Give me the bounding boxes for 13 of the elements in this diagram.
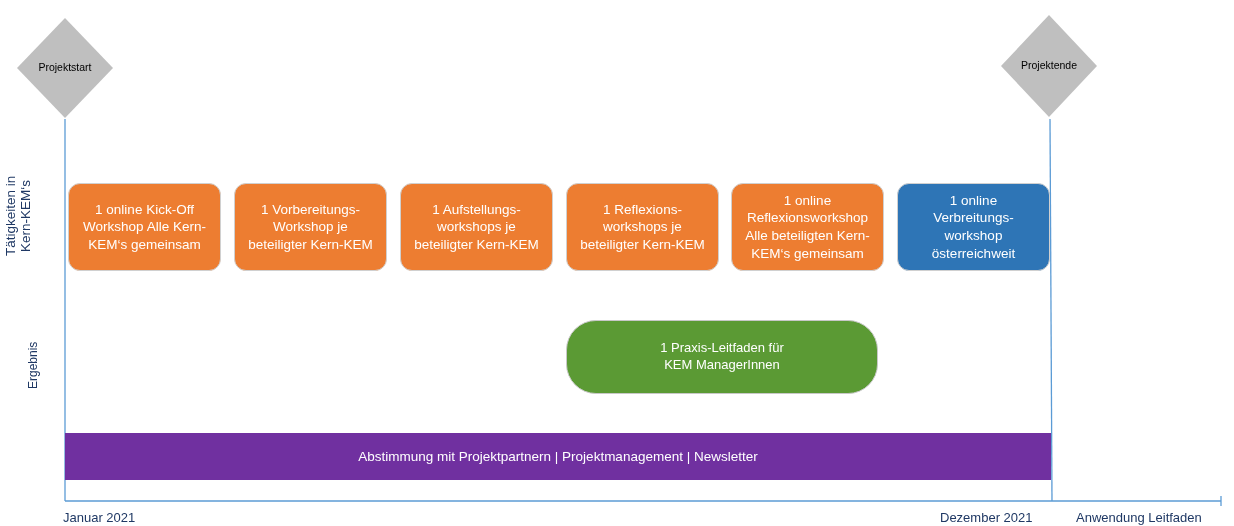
activity-box: 1 online Reflexionsworkshop Alle beteiligten Kern-KEM‘s gemeinsam <box>731 183 884 271</box>
activity-box: 1 online Kick-Off Workshop Alle Kern-KEM‘s gemeinsam <box>68 183 221 271</box>
activity-box: 1 Reflexions-workshops je beteiligter Kern-KEM <box>566 183 719 271</box>
axis-label: Januar 2021 <box>63 510 136 525</box>
result-box: 1 Praxis-Leitfaden für KEM ManagerInnen <box>566 320 878 394</box>
activity-box: 1 Vorbereitungs-Workshop je beteiligter Kern-KEM <box>234 183 387 271</box>
axis-label: Dezember 2021 <box>940 510 1033 525</box>
row-label: Ergebnis <box>26 340 41 391</box>
activity-bar: Abstimmung mit Projektpartnern | Projektmanagement | Newsletter <box>65 433 1051 480</box>
activity-box: 1 Aufstellungs-workshops je beteiligter Kern-KEM <box>400 183 553 271</box>
axis-label: Anwendung Leitfaden <box>1076 510 1202 525</box>
activity-box: 1 online Verbreitungs-workshop österreichweit <box>897 183 1050 271</box>
row-label: Tätigkeiten in Kern-KEM‘s <box>3 174 34 259</box>
